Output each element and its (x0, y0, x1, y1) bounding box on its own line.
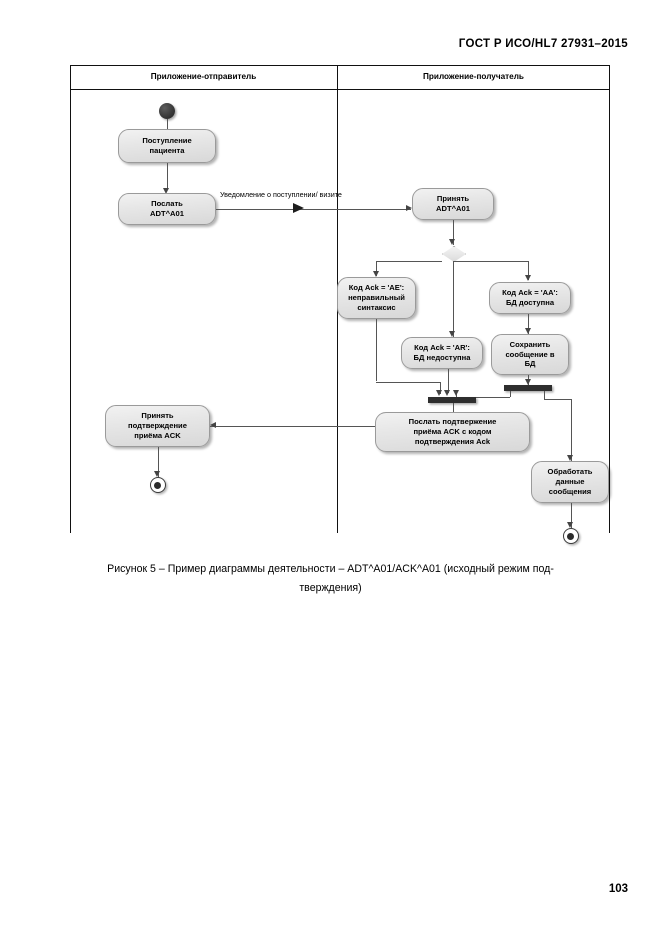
arrowhead-send-adt (163, 188, 170, 194)
arrowhead-join-from-ae (436, 390, 443, 396)
edge-join-to-send-ack (452, 403, 454, 417)
node-receive-ack-label: Принять подтверждение приёма ACK (128, 411, 187, 440)
initial-state-node (159, 103, 175, 119)
node-store-message-label: Сохранить сообщение в БД (505, 339, 555, 369)
node-ack-ar[interactable]: Код Ack = 'AR': БД недоступна (401, 337, 483, 369)
edge-fork-to-process-v1 (544, 391, 545, 399)
arrowhead-ack-aa (524, 275, 531, 281)
swimlane-frame (70, 65, 610, 533)
figure-caption-line2: тверждения) (299, 581, 362, 594)
edge-receive-ack-to-end (157, 447, 159, 477)
page-number: 103 (608, 883, 628, 895)
edge-fork-to-process-v2 (570, 398, 572, 461)
node-send-adt[interactable]: Послать ADT^A01 (118, 193, 216, 225)
swimlane-title-receiver: Приложение-получатель (423, 72, 524, 81)
node-send-ack-label: Послать подтвержение приёма ACK с кодом … (408, 417, 497, 446)
arrowhead-process-data (567, 455, 574, 461)
edge-decision-to-aa-v (528, 260, 529, 280)
arrowhead-receive-ack (210, 422, 216, 428)
edge-send-ack-to-receive-ack (210, 425, 428, 427)
node-admit-patient-label: Поступление пациента (142, 136, 192, 155)
swimlane-header-rule (70, 89, 610, 90)
final-state-node-right (562, 528, 579, 544)
figure-caption-line1: Рисунок 5 – Пример диаграммы деятельност… (107, 563, 554, 575)
arrowhead-end-left (154, 471, 161, 477)
arrowhead-join-from-fork (452, 390, 459, 396)
edge-decision-to-ae-h (376, 260, 442, 262)
arrowhead-join-from-ar (444, 390, 451, 396)
node-send-adt-label: Послать ADT^A01 (150, 199, 184, 218)
edge-start-to-admit (166, 119, 168, 137)
edge-label-notification: Уведомление о поступлении/ визите (220, 190, 342, 199)
node-ack-aa[interactable]: Код Ack = 'AA': БД доступна (489, 282, 571, 314)
edge-fork-to-join-h (456, 396, 510, 398)
node-ack-aa-label: Код Ack = 'AA': БД доступна (502, 288, 558, 307)
arrowhead-ack-ar (449, 331, 456, 337)
arrowhead-ack-ae (372, 271, 379, 277)
edge-ae-join-drop (439, 381, 441, 394)
edge-process-to-end (570, 503, 572, 528)
edge-decision-to-ar (452, 260, 454, 337)
node-ack-ae-label: Код Ack = 'AE': неправильный синтаксис (348, 283, 405, 312)
arrowhead-store-msg (524, 328, 531, 334)
edge-decision-to-aa-h (452, 260, 529, 262)
decision-node (442, 246, 466, 262)
edge-ar-to-join (447, 369, 449, 393)
edge-ae-to-join-v (376, 319, 377, 381)
arrowhead-decision (449, 239, 456, 245)
final-state-node-left (149, 477, 166, 493)
node-receive-ack[interactable]: Принять подтверждение приёма ACK (105, 405, 210, 447)
arrowhead-end-right (567, 522, 574, 528)
edge-admit-to-send (166, 163, 168, 190)
edge-fork-to-process-h (544, 398, 571, 400)
arrowhead-notification (293, 203, 304, 213)
node-receive-adt[interactable]: Принять ADT^A01 (412, 188, 494, 220)
edge-ae-to-join-h (376, 381, 440, 383)
join-bar (428, 397, 476, 403)
figure-caption: Рисунок 5 – Пример диаграммы деятельност… (60, 560, 601, 597)
swimlane-title-sender: Приложение-отправитель (150, 72, 257, 81)
edge-fork-to-join-v1 (510, 391, 511, 397)
node-store-message[interactable]: Сохранить сообщение в БД (491, 334, 569, 375)
node-ack-ar-label: Код Ack = 'AR': БД недоступна (413, 343, 471, 362)
node-admit-patient[interactable]: Поступление пациента (118, 129, 216, 163)
document-header: ГОСТ Р ИСО/HL7 27931–2015 (458, 38, 628, 50)
node-ack-ae[interactable]: Код Ack = 'AE': неправильный синтаксис (337, 277, 416, 319)
edge-send-to-receive (216, 208, 411, 210)
node-process-data[interactable]: Обработать данные сообщения (531, 461, 609, 503)
fork-bar (504, 385, 552, 391)
node-send-ack[interactable]: Послать подтвержение приёма ACK с кодом … (375, 412, 530, 452)
edge-aa-to-store (528, 314, 529, 334)
edge-decision-to-ae-v (376, 260, 377, 276)
arrowhead-fork-bar (524, 379, 531, 385)
arrowhead-receive-adt (406, 205, 412, 211)
edge-receive-adt-to-decision (452, 220, 454, 245)
node-process-data-label: Обработать данные сообщения (547, 467, 593, 496)
node-receive-adt-label: Принять ADT^A01 (436, 194, 470, 213)
activity-diagram: Приложение-отправитель Приложение-получа… (70, 65, 610, 544)
